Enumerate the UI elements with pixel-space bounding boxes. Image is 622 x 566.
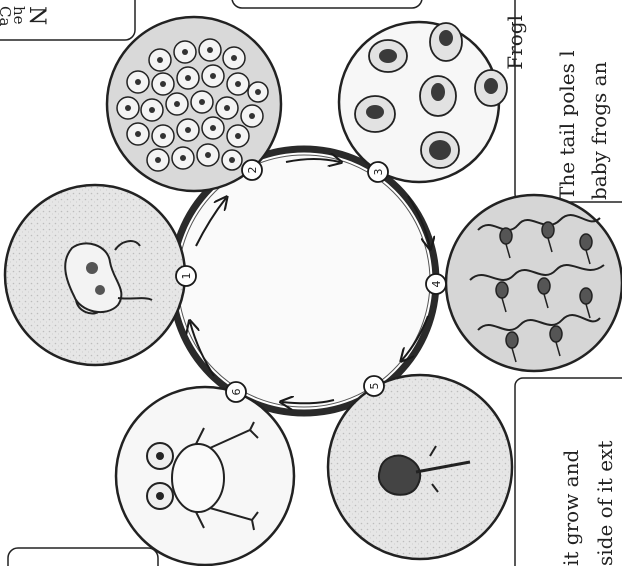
note-box-top-left: N he Ca xyxy=(0,0,135,40)
stage-1-number: 1 xyxy=(180,273,193,280)
stage-1-marker: 1 xyxy=(176,266,196,286)
note-box-bottom-left xyxy=(8,548,158,566)
stage-4-marker: 4 xyxy=(426,274,446,294)
stage-5-marker: 5 xyxy=(364,376,384,396)
stage-4-hatching-tadpoles-circle xyxy=(446,195,622,371)
stage-4-number: 4 xyxy=(430,281,443,288)
note-top-right-line-1: Frogl xyxy=(503,15,527,70)
note-top-right-line-2: The tail poles l xyxy=(555,50,579,200)
note-box-top-right: Frogl The tail poles l baby frogs an xyxy=(503,0,622,202)
note-box-top-center xyxy=(232,0,422,8)
stage-3-marker: 3 xyxy=(368,162,388,182)
stage-6-marker: 6 xyxy=(226,382,246,402)
note-top-right-line-3: baby frogs an xyxy=(587,61,611,200)
note-box-bottom-right: it grow and side of it ext xyxy=(515,378,622,566)
stage-6-number: 6 xyxy=(230,389,243,396)
stage-3-number: 3 xyxy=(372,169,385,176)
cycle-center xyxy=(178,155,430,407)
stage-1-frog-circle xyxy=(5,185,185,365)
note-top-left-line-3: Ca xyxy=(0,6,14,26)
stage-6-young-frog-circle xyxy=(116,387,294,565)
stage-2-number: 2 xyxy=(246,167,259,174)
stage-5-froglet-circle xyxy=(328,375,512,559)
note-bottom-right-line-2: side of it ext xyxy=(593,441,617,566)
note-bottom-right-line-1: it grow and xyxy=(559,450,583,566)
stage-3-egg-tadpoles-circle xyxy=(339,22,507,182)
stage-5-number: 5 xyxy=(368,383,381,390)
stage-2-marker: 2 xyxy=(242,160,262,180)
